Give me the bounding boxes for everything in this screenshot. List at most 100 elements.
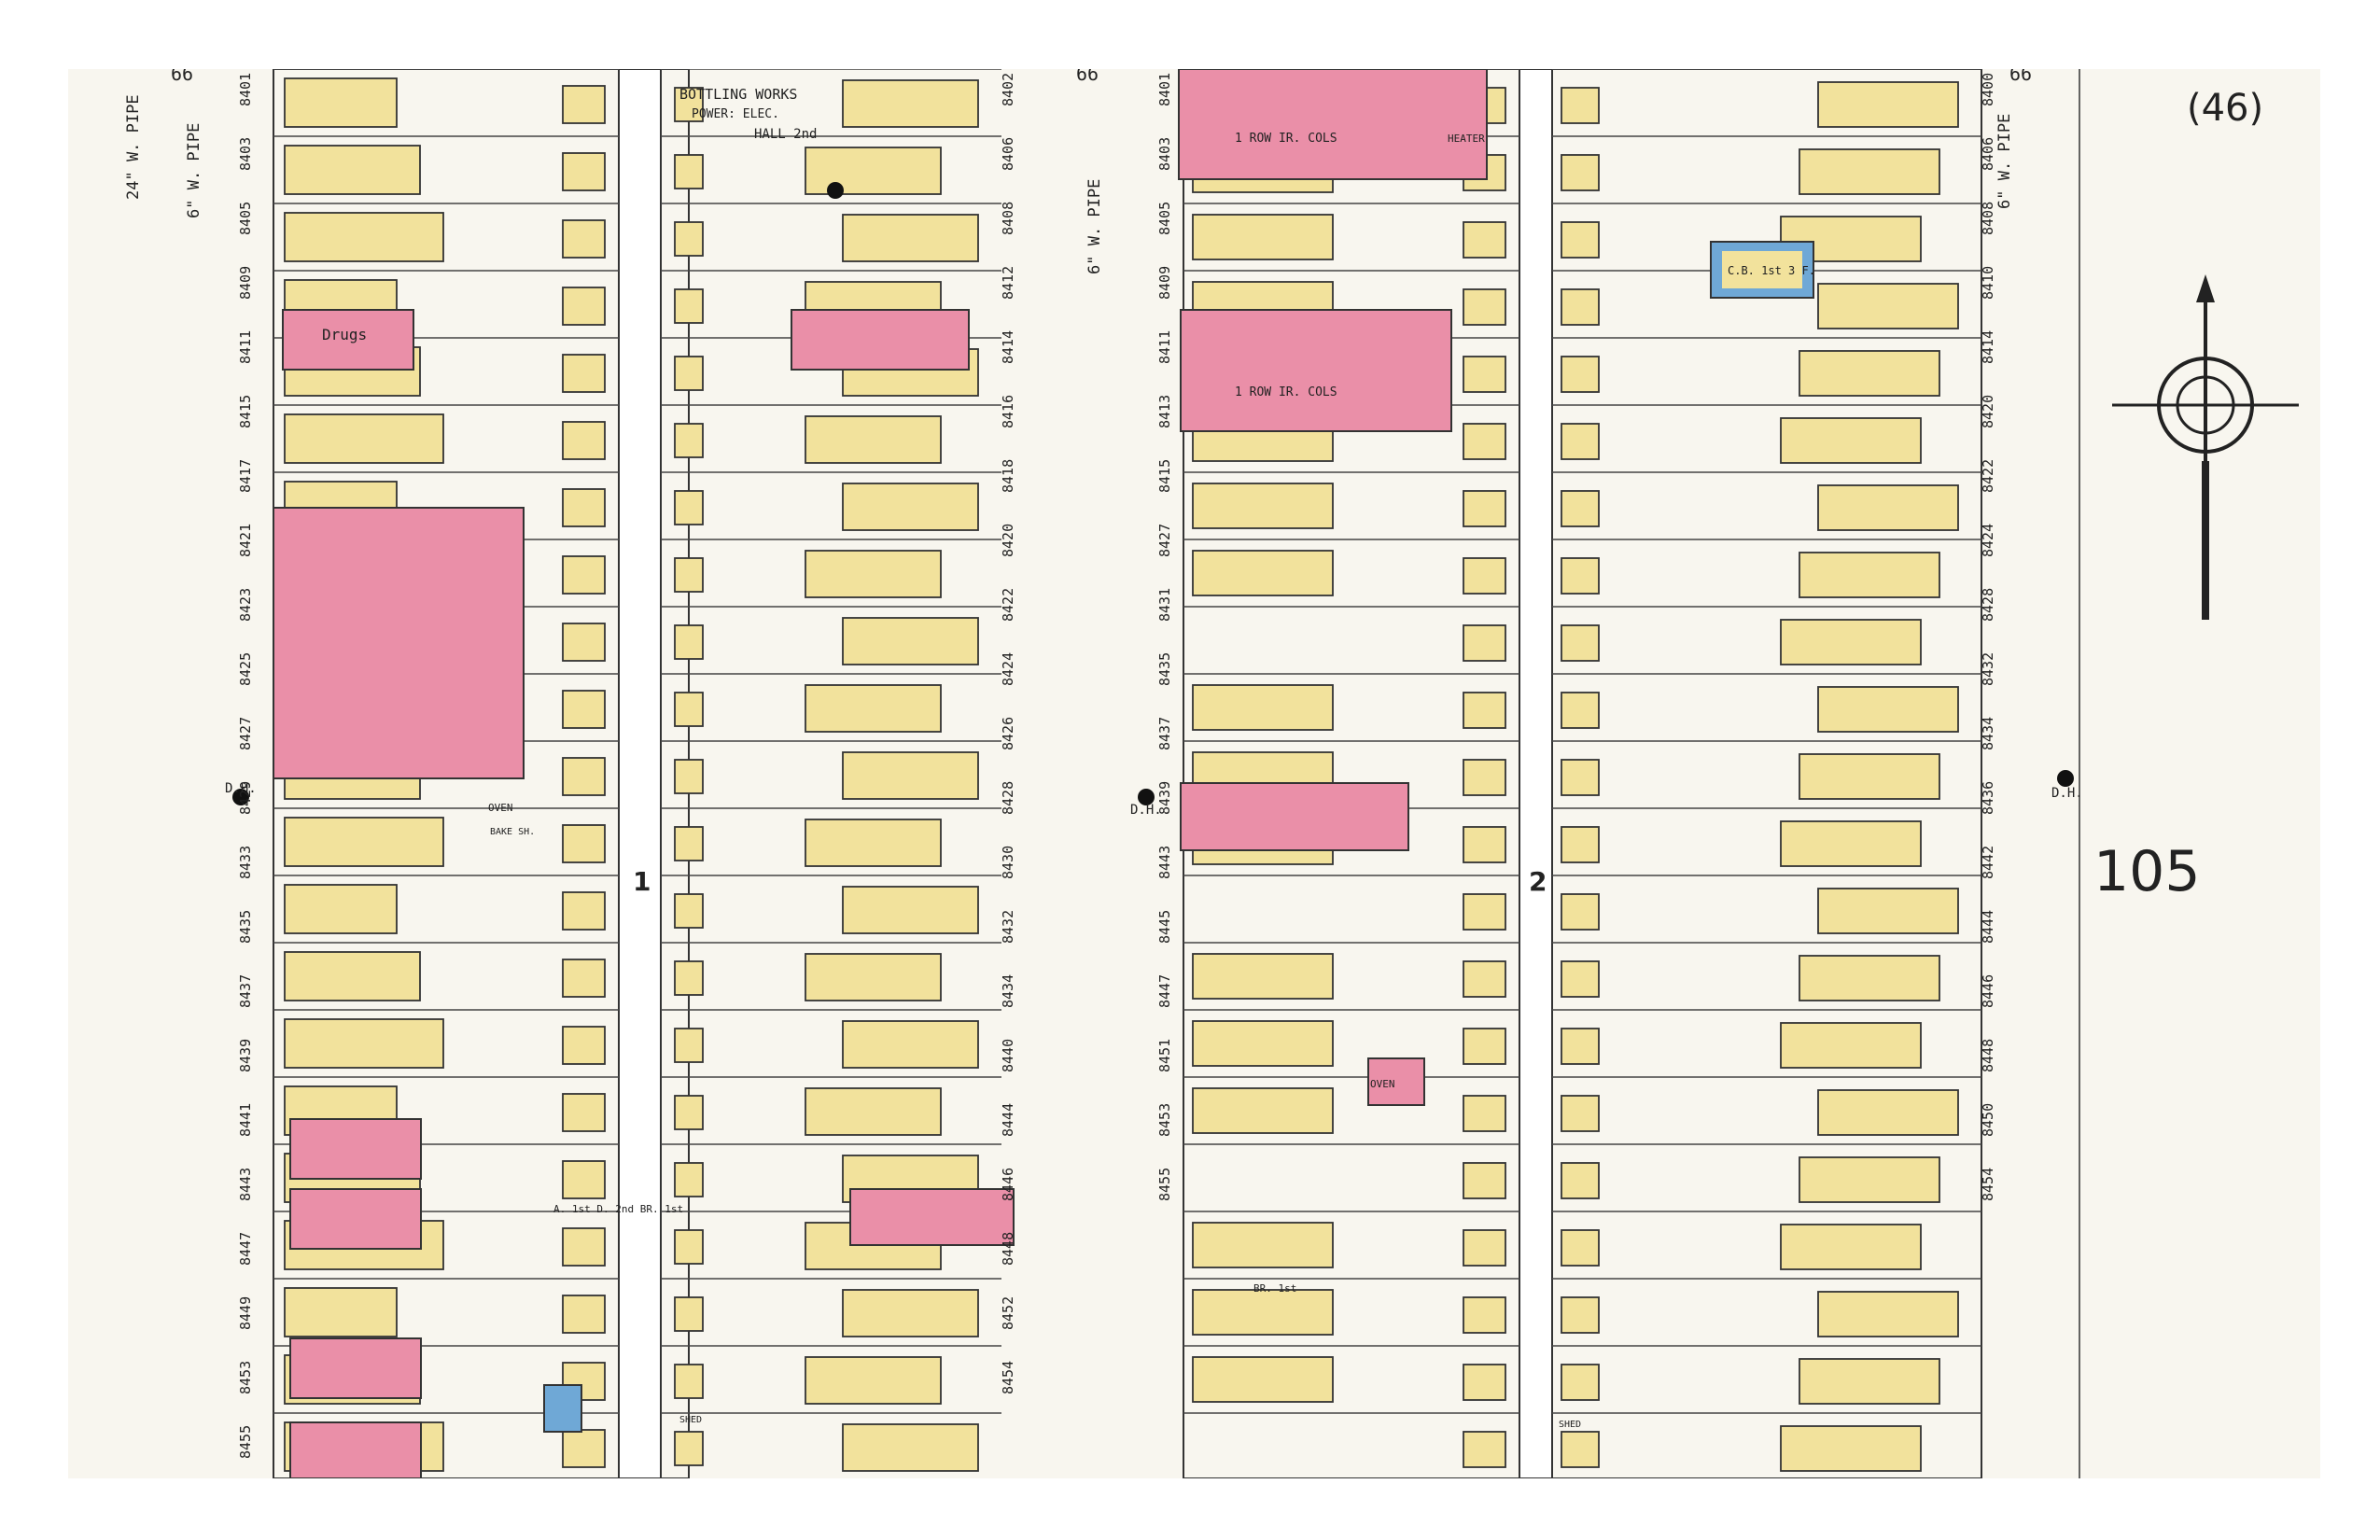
address-number: 8439 bbox=[1156, 781, 1173, 815]
dwelling bbox=[1192, 483, 1334, 529]
outbuilding bbox=[562, 219, 606, 259]
outbuilding bbox=[674, 1162, 704, 1197]
outbuilding bbox=[562, 623, 606, 662]
fireproof-building-2 bbox=[543, 1384, 582, 1433]
dwelling bbox=[842, 751, 979, 800]
address-number: 8447 bbox=[1156, 974, 1173, 1008]
outbuilding bbox=[1463, 1028, 1506, 1065]
building-label: OVEN bbox=[488, 802, 513, 814]
address-number: 8420 bbox=[1000, 524, 1016, 557]
outbuilding bbox=[1561, 1296, 1600, 1334]
outbuilding bbox=[562, 1160, 606, 1199]
outbuilding bbox=[674, 624, 704, 660]
address-number: 8405 bbox=[237, 202, 254, 235]
hydrant-label: D.H. bbox=[2051, 786, 2083, 801]
outbuilding bbox=[1561, 490, 1600, 527]
dwelling bbox=[284, 884, 398, 934]
hydrant-dot bbox=[827, 182, 844, 199]
outbuilding bbox=[1561, 1162, 1600, 1199]
address-number: 8436 bbox=[1980, 781, 1996, 815]
address-number: 8417 bbox=[237, 459, 254, 493]
dwelling bbox=[805, 1087, 942, 1136]
dwelling bbox=[284, 413, 444, 464]
address-number: 8410 bbox=[1980, 266, 1996, 300]
building-label: SHED bbox=[679, 1415, 702, 1425]
outbuilding bbox=[674, 423, 704, 458]
dwelling bbox=[1192, 684, 1334, 731]
outbuilding bbox=[1561, 423, 1600, 460]
dwelling bbox=[1817, 81, 1959, 128]
address-number: 8427 bbox=[237, 717, 254, 750]
dwelling bbox=[284, 145, 421, 195]
address-number: 8448 bbox=[1000, 1232, 1016, 1266]
outbuilding bbox=[562, 354, 606, 393]
building-label: BOTTLING WORKS bbox=[679, 86, 797, 103]
outbuilding bbox=[1463, 1162, 1506, 1199]
outbuilding bbox=[674, 557, 704, 593]
building-label: 1 ROW IR. COLS bbox=[1235, 132, 1337, 146]
outbuilding bbox=[562, 690, 606, 729]
outbuilding bbox=[1561, 826, 1600, 863]
dwelling bbox=[805, 415, 942, 464]
building-label: 1 ROW IR. COLS bbox=[1235, 385, 1337, 399]
address-number: 8422 bbox=[1000, 588, 1016, 622]
outbuilding bbox=[562, 1429, 606, 1468]
address-number: 8403 bbox=[1156, 137, 1173, 171]
fireproof-building-inner bbox=[1722, 251, 1802, 288]
outbuilding bbox=[1463, 1364, 1506, 1401]
address-number: 8440 bbox=[1000, 1039, 1016, 1072]
address-number: 8430 bbox=[1000, 846, 1016, 879]
outbuilding bbox=[1561, 960, 1600, 998]
outbuilding bbox=[562, 959, 606, 998]
block-number: 1 bbox=[633, 866, 651, 897]
address-number: 8409 bbox=[237, 266, 254, 300]
dwelling bbox=[1817, 888, 1959, 934]
outbuilding bbox=[562, 757, 606, 796]
map-sheet: D.H. D.H. D.H. 24" W. PIPE 6" W. PIPE 6"… bbox=[68, 69, 2320, 1478]
dwelling bbox=[1817, 1089, 1959, 1136]
outbuilding bbox=[1463, 1296, 1506, 1334]
outbuilding bbox=[1561, 356, 1600, 393]
address-number: 8449 bbox=[237, 1296, 254, 1330]
sheet-number: (46) bbox=[2187, 87, 2263, 130]
pipe-label: 24" W. PIPE bbox=[124, 94, 143, 200]
address-number: 8455 bbox=[237, 1425, 254, 1459]
address-number: 8426 bbox=[1000, 717, 1016, 750]
hydrant-dot bbox=[2057, 770, 2074, 787]
dwelling bbox=[1192, 1289, 1334, 1336]
dwelling bbox=[842, 617, 979, 665]
outbuilding bbox=[1561, 1095, 1600, 1132]
outbuilding bbox=[562, 824, 606, 863]
outbuilding bbox=[674, 1431, 704, 1466]
dwelling bbox=[1192, 1222, 1334, 1268]
address-number: 8424 bbox=[1000, 652, 1016, 686]
outbuilding bbox=[674, 1028, 704, 1063]
outbuilding bbox=[674, 692, 704, 727]
outbuilding bbox=[562, 287, 606, 326]
dwelling bbox=[805, 819, 942, 867]
outbuilding bbox=[1561, 692, 1600, 729]
address-number: 8445 bbox=[1156, 910, 1173, 944]
dwelling bbox=[1780, 820, 1922, 867]
dwelling bbox=[1780, 619, 1922, 665]
address-number: 8401 bbox=[237, 73, 254, 106]
outbuilding bbox=[1561, 154, 1600, 191]
outbuilding bbox=[1561, 893, 1600, 931]
outbuilding bbox=[1561, 624, 1600, 662]
block-number: 2 bbox=[1529, 866, 1547, 897]
outbuilding bbox=[1463, 356, 1506, 393]
building-label: BAKE SH. bbox=[490, 827, 535, 837]
address-number: 8455 bbox=[1156, 1168, 1173, 1201]
dwelling bbox=[1780, 1425, 1922, 1472]
dwelling bbox=[1817, 686, 1959, 733]
outbuilding bbox=[1463, 1229, 1506, 1267]
outbuilding bbox=[674, 960, 704, 996]
building-label: C.B. 1st 3 F. bbox=[1728, 264, 1815, 277]
address-number: 8441 bbox=[237, 1103, 254, 1137]
address-number: 8416 bbox=[1000, 395, 1016, 428]
address-number: 8448 bbox=[1980, 1039, 1996, 1072]
address-number: 8412 bbox=[1000, 266, 1016, 300]
address-number: 8415 bbox=[237, 395, 254, 428]
dwelling bbox=[805, 684, 942, 733]
dwelling bbox=[1780, 1022, 1922, 1069]
